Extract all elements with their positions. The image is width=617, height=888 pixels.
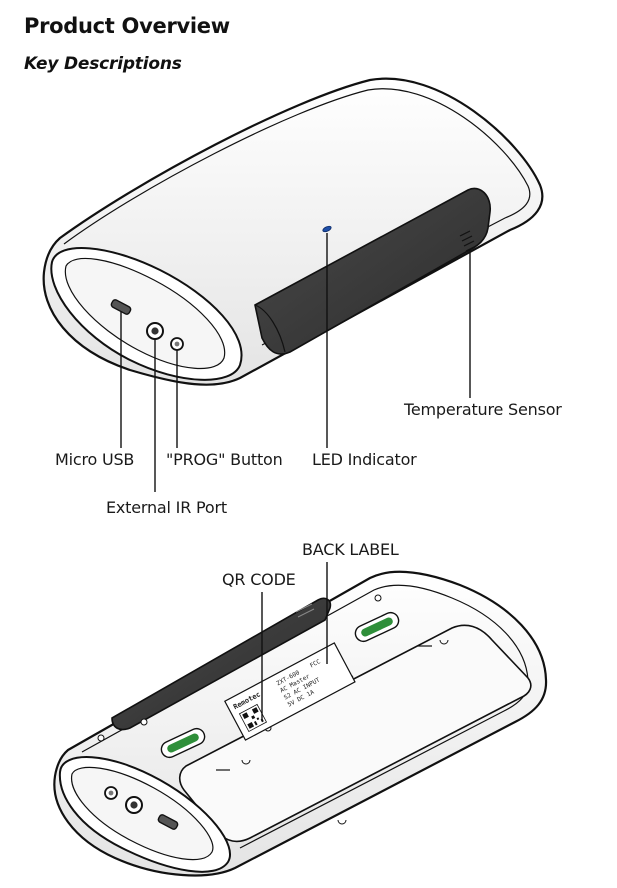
- bottom-micro-usb-port: [157, 814, 179, 830]
- ir-window: [254, 187, 491, 355]
- micro-usb-port: [110, 299, 132, 315]
- page-title: Product Overview: [24, 14, 230, 38]
- led-indicator: [322, 225, 332, 233]
- mount-slot-left: [160, 727, 206, 759]
- callout-back-label: BACK LABEL: [302, 540, 399, 559]
- callout-micro-usb: Micro USB: [55, 450, 135, 469]
- page-subtitle: Key Descriptions: [24, 54, 182, 74]
- top-device: [42, 77, 544, 386]
- callout-temperature-sensor: Temperature Sensor: [404, 400, 562, 419]
- battery-cover: [178, 624, 532, 843]
- back-label: Remotec ZXT-600 AC Master S2 AC INPUT 5V…: [224, 642, 356, 741]
- temperature-sensor-vents: [459, 230, 477, 252]
- callout-qr-code: QR CODE: [222, 570, 296, 589]
- bottom-device: Remotec ZXT-600 AC Master S2 AC INPUT 5V…: [53, 570, 548, 877]
- back-label-line-4: FCC: [309, 658, 322, 669]
- qr-code: [238, 703, 268, 733]
- callout-prog-button: "PROG" Button: [166, 450, 283, 469]
- top-leader-lines: [120, 233, 471, 492]
- callout-external-ir-port: External IR Port: [106, 498, 227, 517]
- callout-led-indicator: LED Indicator: [312, 450, 417, 469]
- bottom-leader-lines: [261, 562, 328, 720]
- mount-slot-right: [354, 611, 400, 643]
